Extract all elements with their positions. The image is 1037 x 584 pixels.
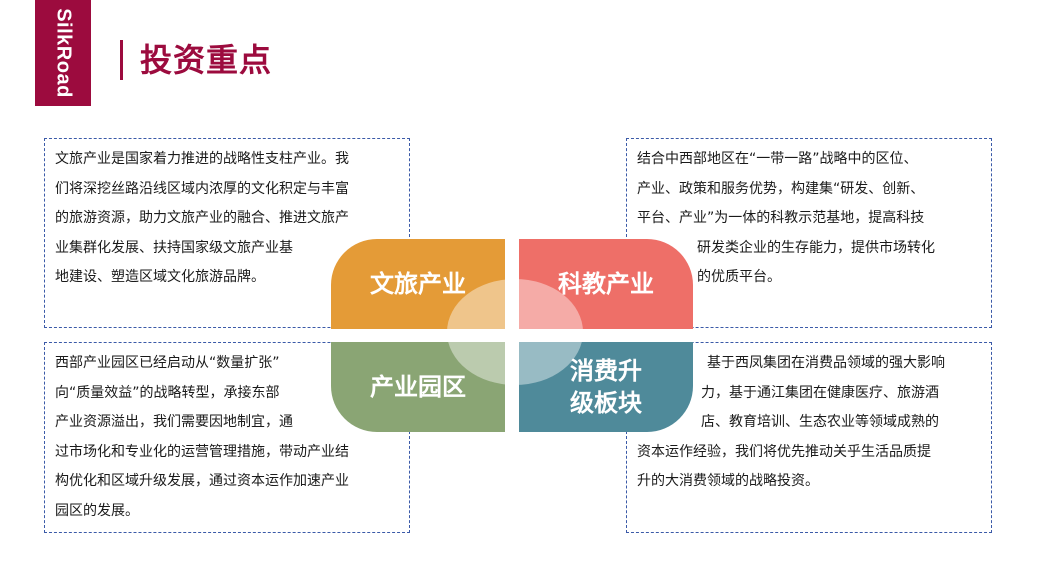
text-line: 升的大消费领域的战略投资。	[637, 473, 819, 489]
text-line: 平台、产业”为一体的科教示范基地，提高科技	[637, 210, 925, 226]
title-accent-bar	[120, 40, 123, 80]
tile-industrial-park: 产业园区	[331, 342, 505, 432]
text-line: 构优化和区域升级发展，通过资本运作加速产业	[55, 473, 349, 489]
text-line: 产业、政策和服务优势，构建集“研发、创新、	[637, 180, 925, 197]
tile-consumption-upgrade: 消费升 级板块	[519, 342, 693, 432]
industrial-park-description-box: 西部产业园区已经启动从“数量扩张” 向“质量效益”的战略转型，承接东部 产业资源…	[44, 342, 410, 533]
text-line: 产业资源溢出，我们需要因地制宜，通	[55, 414, 293, 430]
silkroad-logo: SilkRoad	[35, 0, 91, 106]
text-line: 业集群化发展、扶持国家级文旅产业基	[55, 239, 293, 256]
tile-label: 科教产业	[558, 270, 654, 298]
tile-culture-tourism: 文旅产业	[331, 239, 505, 329]
tile-label-line-2: 级板块	[570, 389, 642, 417]
text-line: 西部产业园区已经启动从“数量扩张”	[55, 355, 280, 371]
tile-label: 产业园区	[370, 373, 466, 401]
text-line: 基于西凤集团在消费品领域的强大影响	[707, 355, 945, 371]
logo-text: SilkRoad	[52, 8, 75, 98]
text-line: 们将深挖丝路沿线区域内浓厚的文化积定与丰富	[55, 180, 349, 197]
text-line: 力，基于通江集团在健康医疗、旅游酒	[701, 384, 939, 401]
science-education-description-box: 结合中西部地区在“一带一路”战略中的区位、 产业、政策和服务优势，构建集“研发、…	[626, 138, 992, 328]
text-line: 文旅产业是国家着力推进的战略性支柱产业。我	[55, 151, 349, 167]
text-line: 结合中西部地区在“一带一路”战略中的区位、	[637, 151, 918, 167]
tile-label-line-1: 消费升	[570, 357, 642, 385]
text-line: 向“质量效益”的战略转型，承接东部	[55, 384, 280, 401]
tile-science-education: 科教产业	[519, 239, 693, 329]
text-line: 资本运作经验，我们将优先推动关乎生活品质提	[637, 443, 931, 460]
page-title: 投资重点	[140, 41, 273, 79]
text-line: 过市场化和专业化的运营管理措施，带动产业结	[55, 443, 349, 460]
tile-label-block: 消费升 级板块	[570, 355, 642, 419]
text-line: 研发类企业的生存能力，提供市场转化	[697, 239, 935, 256]
tile-label: 文旅产业	[370, 270, 466, 298]
culture-tourism-description-box: 文旅产业是国家着力推进的战略性支柱产业。我 们将深挖丝路沿线区域内浓厚的文化积定…	[44, 138, 410, 328]
text-line: 店、教育培训、生态农业等领域成熟的	[701, 414, 939, 430]
text-line: 园区的发展。	[55, 502, 139, 519]
consumption-upgrade-description-box: 基于西凤集团在消费品领域的强大影响 力，基于通江集团在健康医疗、旅游酒 店、教育…	[626, 342, 992, 533]
text-line: 的旅游资源，助力文旅产业的融合、推进文旅产	[55, 210, 349, 226]
text-line: 的优质平台。	[697, 269, 781, 285]
text-line: 地建设、塑造区域文化旅游品牌。	[55, 269, 265, 285]
